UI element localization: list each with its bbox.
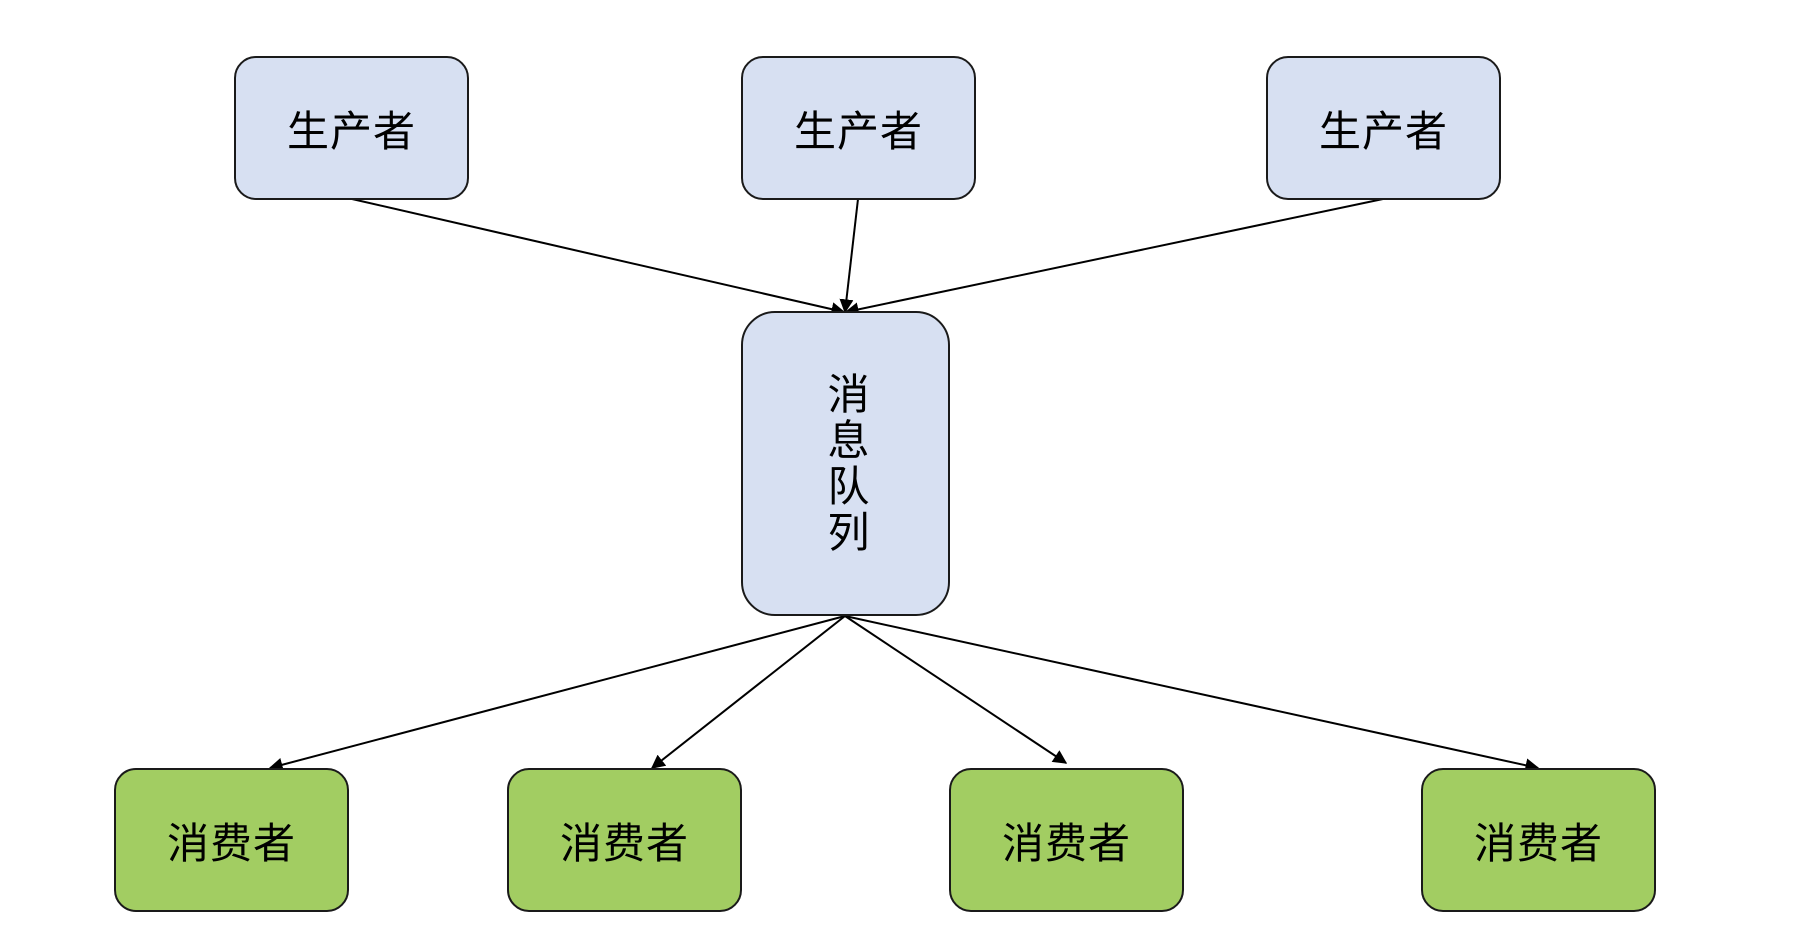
producer-node: 生产者 xyxy=(741,56,976,200)
consumer-node: 消费者 xyxy=(1421,768,1656,912)
consumer-label: 消费者 xyxy=(1001,818,1131,868)
consumer-node: 消费者 xyxy=(507,768,742,912)
edge-queue-to-consumer-1 xyxy=(268,615,846,772)
edge-queue-to-consumer-3 xyxy=(844,615,1068,764)
producer-label: 生产者 xyxy=(1318,106,1448,156)
message-queue-label: 消息队列 xyxy=(821,371,870,556)
edge-producer-3-to-queue xyxy=(844,198,1384,317)
consumer-label: 消费者 xyxy=(166,818,296,868)
producer-node: 生产者 xyxy=(234,56,469,200)
producer-label: 生产者 xyxy=(286,106,416,156)
edge-queue-to-consumer-2 xyxy=(650,615,846,769)
producer-label: 生产者 xyxy=(793,106,923,156)
producer-node: 生产者 xyxy=(1266,56,1501,200)
consumer-label: 消费者 xyxy=(1473,818,1603,868)
edge-producer-2-to-queue xyxy=(839,198,859,314)
consumer-node: 消费者 xyxy=(949,768,1184,912)
consumer-label: 消费者 xyxy=(559,818,689,868)
edge-producer-1-to-queue xyxy=(351,198,846,317)
consumer-node: 消费者 xyxy=(114,768,349,912)
edge-queue-to-consumer-4 xyxy=(844,615,1540,773)
message-queue-node: 消息队列 xyxy=(741,311,950,616)
